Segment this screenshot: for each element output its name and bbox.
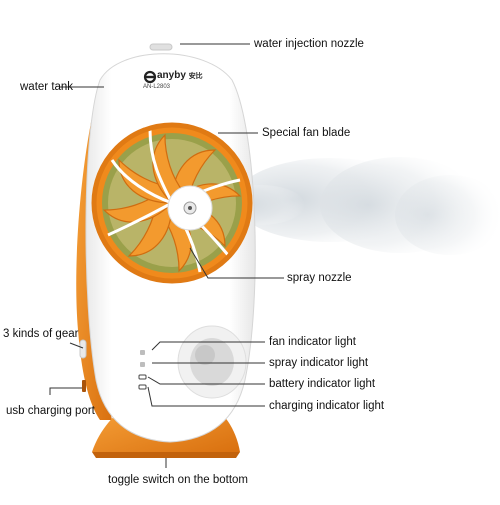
mist-plume [215, 157, 500, 255]
label-water-tank: water tank [20, 81, 74, 93]
usb-port [82, 380, 86, 392]
label-spray-nozzle: spray nozzle [287, 272, 352, 284]
label-battery-indicator-light: battery indicator light [269, 378, 376, 390]
label-special-fan-blade: Special fan blade [262, 127, 351, 139]
brand-cn-text: 安比 [188, 73, 203, 80]
leader-lines [49, 43, 284, 468]
brand-logo [143, 70, 157, 84]
water-injection-nozzle [149, 43, 173, 51]
label-charging-indicator-light: charging indicator light [269, 400, 385, 412]
label-usb-charging-port: usb charging port [6, 405, 95, 417]
label-three-kinds-of-gear: 3 kinds of gear [3, 328, 79, 340]
label-fan-indicator-light: fan indicator light [269, 336, 356, 348]
indicator-lights [138, 350, 147, 390]
gear-button [79, 339, 87, 359]
label-spray-indicator-light: spray indicator light [269, 357, 369, 369]
brand-text: anyby [157, 70, 186, 81]
label-water-injection-nozzle: water injection nozzle [254, 38, 364, 50]
spray-window [177, 325, 247, 399]
spray-nozzle-hub [167, 185, 213, 231]
model-number: AN-L2803 [143, 84, 171, 90]
label-toggle-switch: toggle switch on the bottom [108, 474, 248, 486]
brand-name: anyby 安比 [157, 70, 203, 81]
